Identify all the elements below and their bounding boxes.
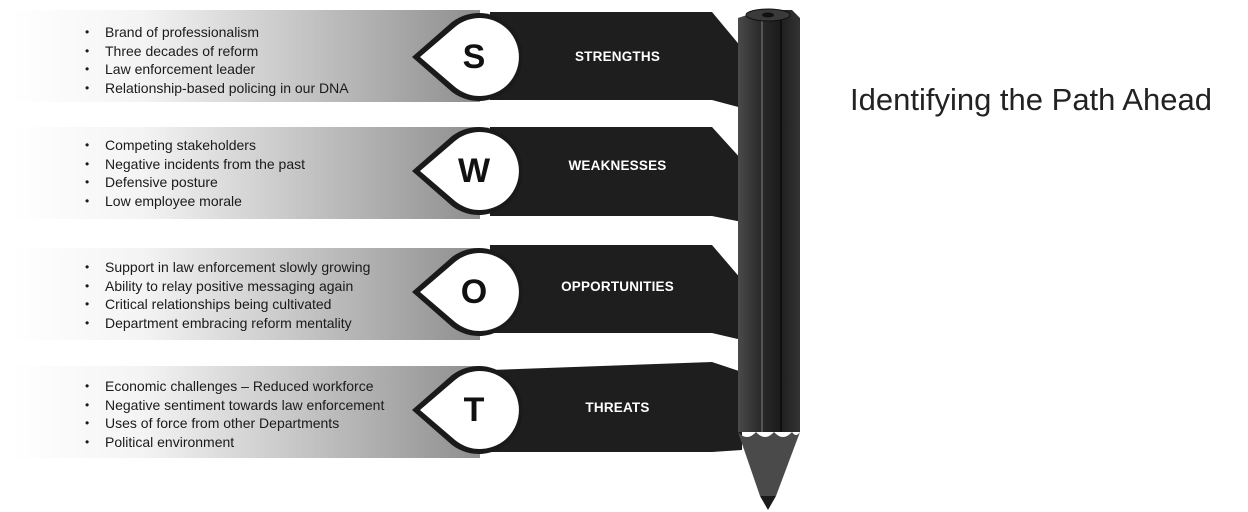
- weaknesses-letter: W: [457, 152, 491, 190]
- list-item: Uses of force from other Departments: [85, 414, 384, 433]
- strengths-label: STRENGTHS: [574, 49, 661, 64]
- weaknesses-badge: [412, 127, 523, 216]
- weaknesses-label: WEAKNESSES: [568, 158, 667, 173]
- strengths-list: Brand of professionalism Three decades o…: [85, 23, 349, 97]
- opportunities-letter: O: [460, 273, 488, 311]
- pencil-icon: [738, 8, 800, 510]
- weaknesses-tab: [490, 127, 742, 222]
- list-item: Defensive posture: [85, 173, 305, 192]
- page-title: Identifying the Path Ahead: [850, 82, 1212, 117]
- strengths-letter: S: [462, 38, 486, 76]
- list-item: Critical relationships being cultivated: [85, 295, 370, 314]
- list-item: Three decades of reform: [85, 42, 349, 61]
- threats-label: THREATS: [585, 400, 650, 415]
- threats-badge: [412, 366, 523, 455]
- list-item: Ability to relay positive messaging agai…: [85, 277, 370, 296]
- opportunities-list: Support in law enforcement slowly growin…: [85, 258, 370, 332]
- opportunities-badge: [412, 248, 523, 336]
- list-item: Support in law enforcement slowly growin…: [85, 258, 370, 277]
- list-item: Brand of professionalism: [85, 23, 349, 42]
- list-item: Political environment: [85, 433, 384, 452]
- list-item: Relationship-based policing in our DNA: [85, 79, 349, 98]
- list-item: Competing stakeholders: [85, 136, 305, 155]
- list-item: Law enforcement leader: [85, 60, 349, 79]
- opportunities-label: OPPORTUNITIES: [561, 279, 674, 294]
- list-item: Negative sentiment towards law enforceme…: [85, 396, 384, 415]
- threats-tab: [490, 362, 742, 452]
- list-item: Economic challenges – Reduced workforce: [85, 377, 384, 396]
- threats-letter: T: [463, 391, 485, 429]
- strengths-badge: [412, 12, 523, 101]
- threats-list: Economic challenges – Reduced workforce …: [85, 377, 384, 451]
- weaknesses-list: Competing stakeholders Negative incident…: [85, 136, 305, 210]
- list-item: Negative incidents from the past: [85, 155, 305, 174]
- list-item: Low employee morale: [85, 192, 305, 211]
- list-item: Department embracing reform mentality: [85, 314, 370, 333]
- opportunities-tab: [490, 245, 742, 340]
- strengths-tab: [490, 12, 742, 108]
